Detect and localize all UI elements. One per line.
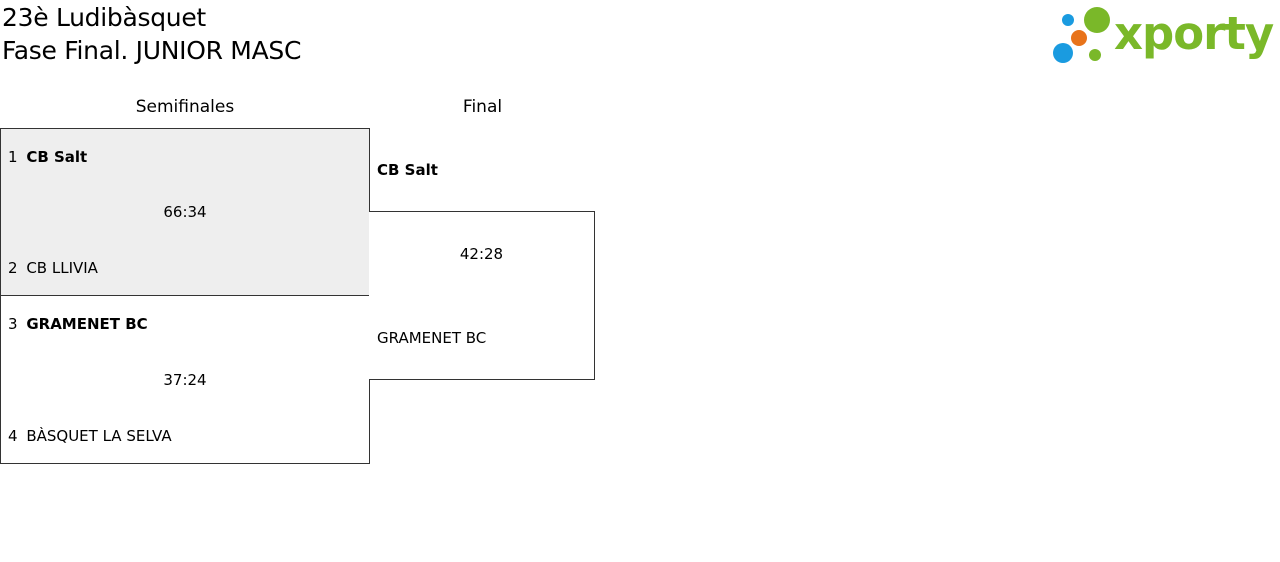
match-team-away: 4 BÀSQUET LA SELVA [8,426,172,446]
team-seed: 2 [8,259,18,277]
match-team-home: 3 GRAMENET BC [8,314,148,334]
semifinal-match-2[interactable]: 3 GRAMENET BC 37:24 4 BÀSQUET LA SELVA [0,295,370,464]
semifinal-match-1[interactable]: 1 CB Salt 66:34 2 CB LLIVIA [0,128,370,296]
match-score: 37:24 [163,371,207,389]
logo-dots-icon [1053,7,1110,63]
final-match[interactable]: 42:28 GRAMENET BC [369,211,595,380]
final-team-home: CB Salt [377,161,438,179]
final-team-away: GRAMENET BC [377,328,486,348]
page-subtitle: Fase Final. JUNIOR MASC [2,36,302,65]
team-name: CB Salt [26,148,88,166]
match-team-away: 2 CB LLIVIA [8,258,98,278]
match-score: 66:34 [163,203,207,221]
team-name: GRAMENET BC [377,329,487,347]
match-score: 42:28 [459,245,504,263]
team-seed: 4 [8,427,18,445]
xporty-logo[interactable]: xporty [1050,3,1278,67]
page-title: 23è Ludibàsquet [2,3,206,32]
team-seed: 3 [8,315,18,333]
round-heading-final: Final [462,97,503,117]
team-name: CB LLIVIA [26,259,98,277]
logo-wordmark: xporty [1114,7,1274,60]
team-name: GRAMENET BC [26,315,148,333]
team-name: BÀSQUET LA SELVA [26,427,172,445]
team-seed: 1 [8,148,18,166]
match-team-home: 1 CB Salt [8,147,87,167]
round-heading-semifinals: Semifinales [135,97,235,117]
